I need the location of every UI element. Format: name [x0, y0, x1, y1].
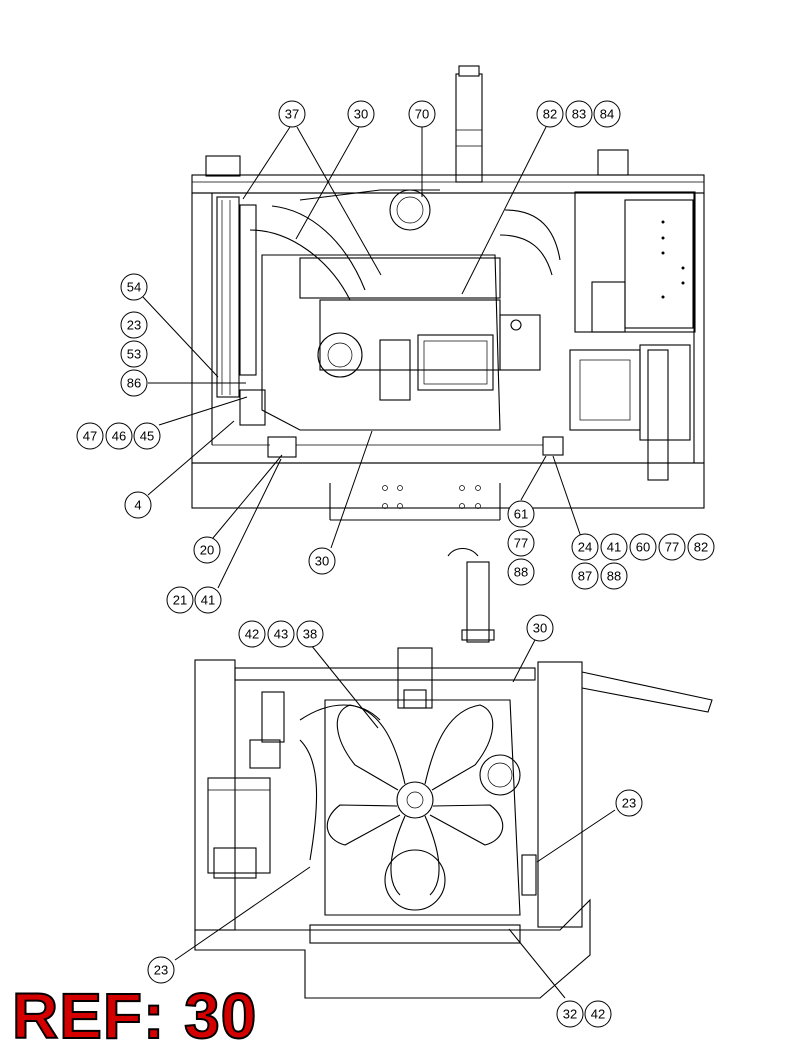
svg-text:82: 82 [694, 540, 708, 555]
callout-bubbles: 37 30 70 82 83 84 54 23 53 86 47 46 45 4… [76, 100, 715, 1028]
svg-text:47: 47 [83, 429, 97, 444]
svg-text:30: 30 [533, 621, 547, 636]
callout-bubble: 77 [658, 533, 686, 561]
svg-text:70: 70 [415, 107, 429, 122]
callout-bubble: 84 [593, 100, 621, 128]
callout-bubble: 82 [687, 533, 715, 561]
callout-bubble: 32 [556, 1000, 584, 1028]
callout-bubble: 42 [238, 620, 266, 648]
svg-text:60: 60 [636, 540, 650, 555]
svg-text:83: 83 [572, 107, 586, 122]
callout-bubble: 37 [278, 100, 306, 128]
svg-text:23: 23 [622, 796, 636, 811]
svg-text:32: 32 [563, 1007, 577, 1022]
callout-bubble: 46 [105, 422, 133, 450]
callout-bubble: 77 [507, 529, 535, 557]
callout-bubble: 21 [166, 586, 194, 614]
callout-bubble: 4 [124, 491, 152, 519]
callout-bubble: 23 [120, 311, 148, 339]
svg-text:86: 86 [127, 376, 141, 391]
svg-text:30: 30 [315, 554, 329, 569]
engine-side-view [191, 65, 705, 521]
callout-bubble: 88 [507, 558, 535, 586]
callout-bubble: 30 [347, 100, 375, 128]
svg-text:42: 42 [245, 627, 259, 642]
svg-text:20: 20 [200, 543, 214, 558]
svg-text:82: 82 [543, 107, 557, 122]
callout-bubble: 24 [571, 533, 599, 561]
callout-bubble: 30 [308, 547, 336, 575]
callout-bubble: 83 [565, 100, 593, 128]
callout-bubble: 45 [133, 422, 161, 450]
svg-text:42: 42 [591, 1007, 605, 1022]
svg-text:21: 21 [173, 593, 187, 608]
callout-bubble: 41 [194, 586, 222, 614]
callout-bubble: 42 [584, 1000, 612, 1028]
svg-text:38: 38 [303, 627, 317, 642]
callout-bubble: 38 [296, 620, 324, 648]
svg-text:88: 88 [514, 565, 528, 580]
svg-text:41: 41 [201, 593, 215, 608]
callout-bubble: 82 [536, 100, 564, 128]
callout-bubble: 47 [76, 422, 104, 450]
callout-bubble: 23 [147, 956, 175, 984]
callout-bubble: 43 [267, 620, 295, 648]
callout-bubble: 87 [571, 562, 599, 590]
leader-lines [142, 126, 616, 999]
callout-bubble: 61 [507, 500, 535, 528]
svg-text:23: 23 [127, 318, 141, 333]
callout-bubble: 70 [408, 100, 436, 128]
callout-bubble: 54 [120, 273, 148, 301]
svg-text:41: 41 [607, 540, 621, 555]
svg-text:88: 88 [607, 569, 621, 584]
svg-text:4: 4 [134, 498, 141, 513]
svg-text:43: 43 [274, 627, 288, 642]
callout-bubble: 23 [615, 789, 643, 817]
svg-text:23: 23 [154, 963, 168, 978]
svg-text:77: 77 [514, 536, 528, 551]
svg-text:45: 45 [140, 429, 154, 444]
svg-text:77: 77 [665, 540, 679, 555]
callout-bubble: 30 [526, 614, 554, 642]
svg-text:37: 37 [285, 107, 299, 122]
engine-end-view [194, 547, 713, 999]
callout-bubble: 53 [120, 340, 148, 368]
svg-text:30: 30 [354, 107, 368, 122]
callout-bubble: 88 [600, 562, 628, 590]
svg-text:87: 87 [578, 569, 592, 584]
svg-text:84: 84 [600, 107, 614, 122]
svg-text:53: 53 [127, 347, 141, 362]
callout-bubble: 20 [193, 536, 221, 564]
callout-bubble: 41 [600, 533, 628, 561]
callout-bubble: 86 [120, 369, 148, 397]
svg-text:61: 61 [514, 507, 528, 522]
svg-text:24: 24 [578, 540, 592, 555]
reference-label: REF: 30 [11, 980, 258, 1052]
callout-bubble: 60 [629, 533, 657, 561]
svg-text:54: 54 [127, 280, 141, 295]
svg-text:46: 46 [112, 429, 126, 444]
